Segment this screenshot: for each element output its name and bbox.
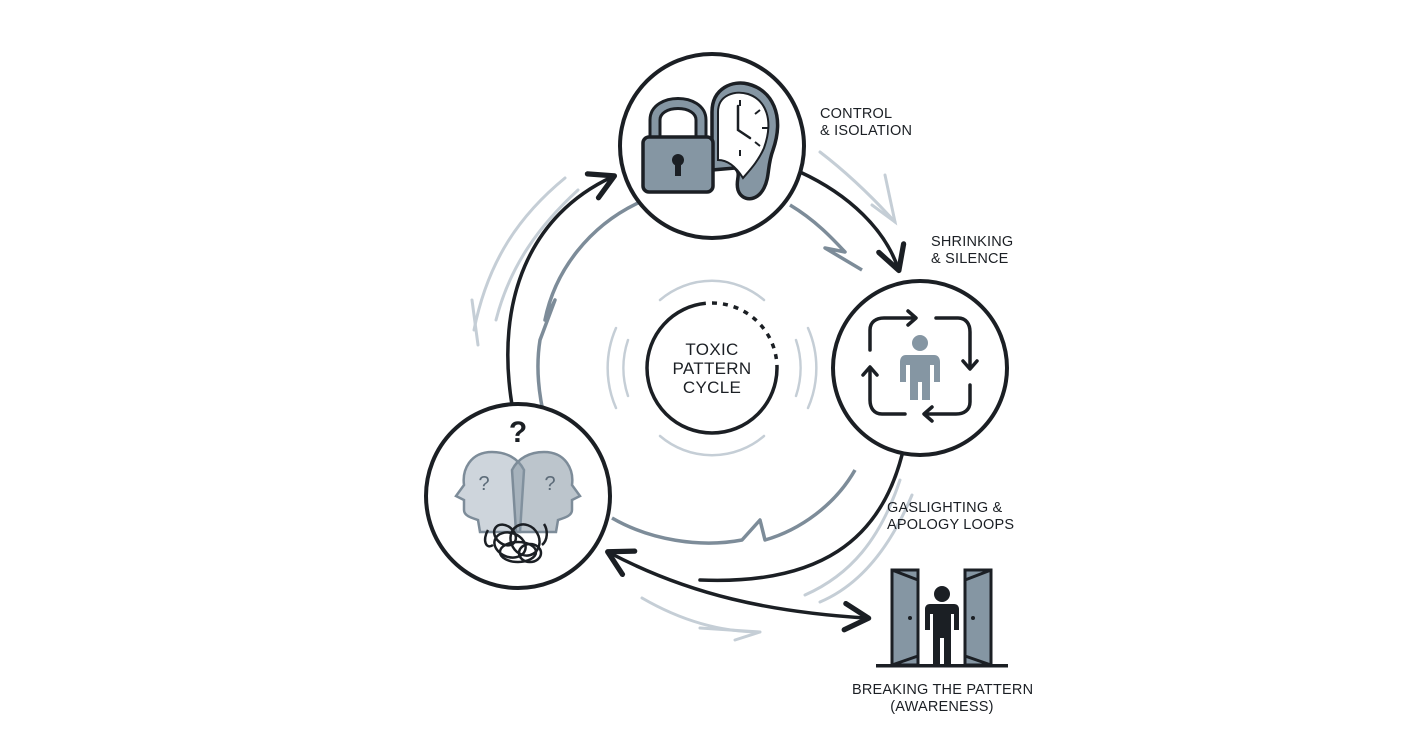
shrinking-silence-node (831, 279, 1009, 457)
label-control-line1: CONTROL (820, 106, 893, 122)
label-shrinking-line1: SHRINKING (931, 234, 1014, 250)
lock-icon (641, 97, 715, 194)
label-gaslighting-line1: GASLIGHTING & (887, 500, 1003, 516)
label-breaking-line1: BREAKING THE PATTERN (852, 682, 1034, 698)
inner-ring (536, 200, 863, 545)
confusion-mark-left: ? (478, 473, 489, 495)
heads-icon (454, 450, 582, 534)
arrow-to-shrinking (798, 170, 907, 274)
breaking-pattern-node (876, 568, 1008, 668)
label-breaking-line2: (AWARENESS) (890, 699, 994, 715)
center-title: TOXIC PATTERN CYCLE (644, 340, 780, 397)
arrow-to-control (506, 171, 618, 407)
center-title-line2: PATTERN (672, 359, 752, 378)
arrow-breaking (605, 548, 872, 633)
tangle-icon (483, 523, 548, 564)
loop-arrows-icon (861, 309, 979, 423)
confusion-mark: ? (509, 416, 527, 449)
label-gaslighting: GASLIGHTING & APOLOGY LOOPS (887, 500, 1014, 534)
gaslighting-node: ? ? ? (424, 402, 612, 590)
label-shrinking-line2: & SILENCE (931, 251, 1009, 267)
cycle-arrows (506, 170, 907, 633)
center-title-line3: CYCLE (682, 378, 742, 397)
confusion-mark-right: ? (544, 473, 555, 495)
label-control-isolation: CONTROL & ISOLATION (820, 106, 912, 140)
clock-icon (710, 81, 780, 201)
center-hub (606, 279, 818, 457)
control-isolation-node (618, 52, 806, 240)
label-breaking-pattern: BREAKING THE PATTERN (AWARENESS) (852, 682, 1034, 716)
person-icon (900, 335, 940, 400)
label-control-line2: & ISOLATION (820, 123, 913, 139)
label-shrinking-silence: SHRINKING & SILENCE (931, 234, 1013, 268)
exiting-person-icon (925, 586, 959, 664)
label-gaslighting-line2: APOLOGY LOOPS (887, 517, 1015, 533)
center-title-line1: TOXIC (685, 340, 739, 359)
